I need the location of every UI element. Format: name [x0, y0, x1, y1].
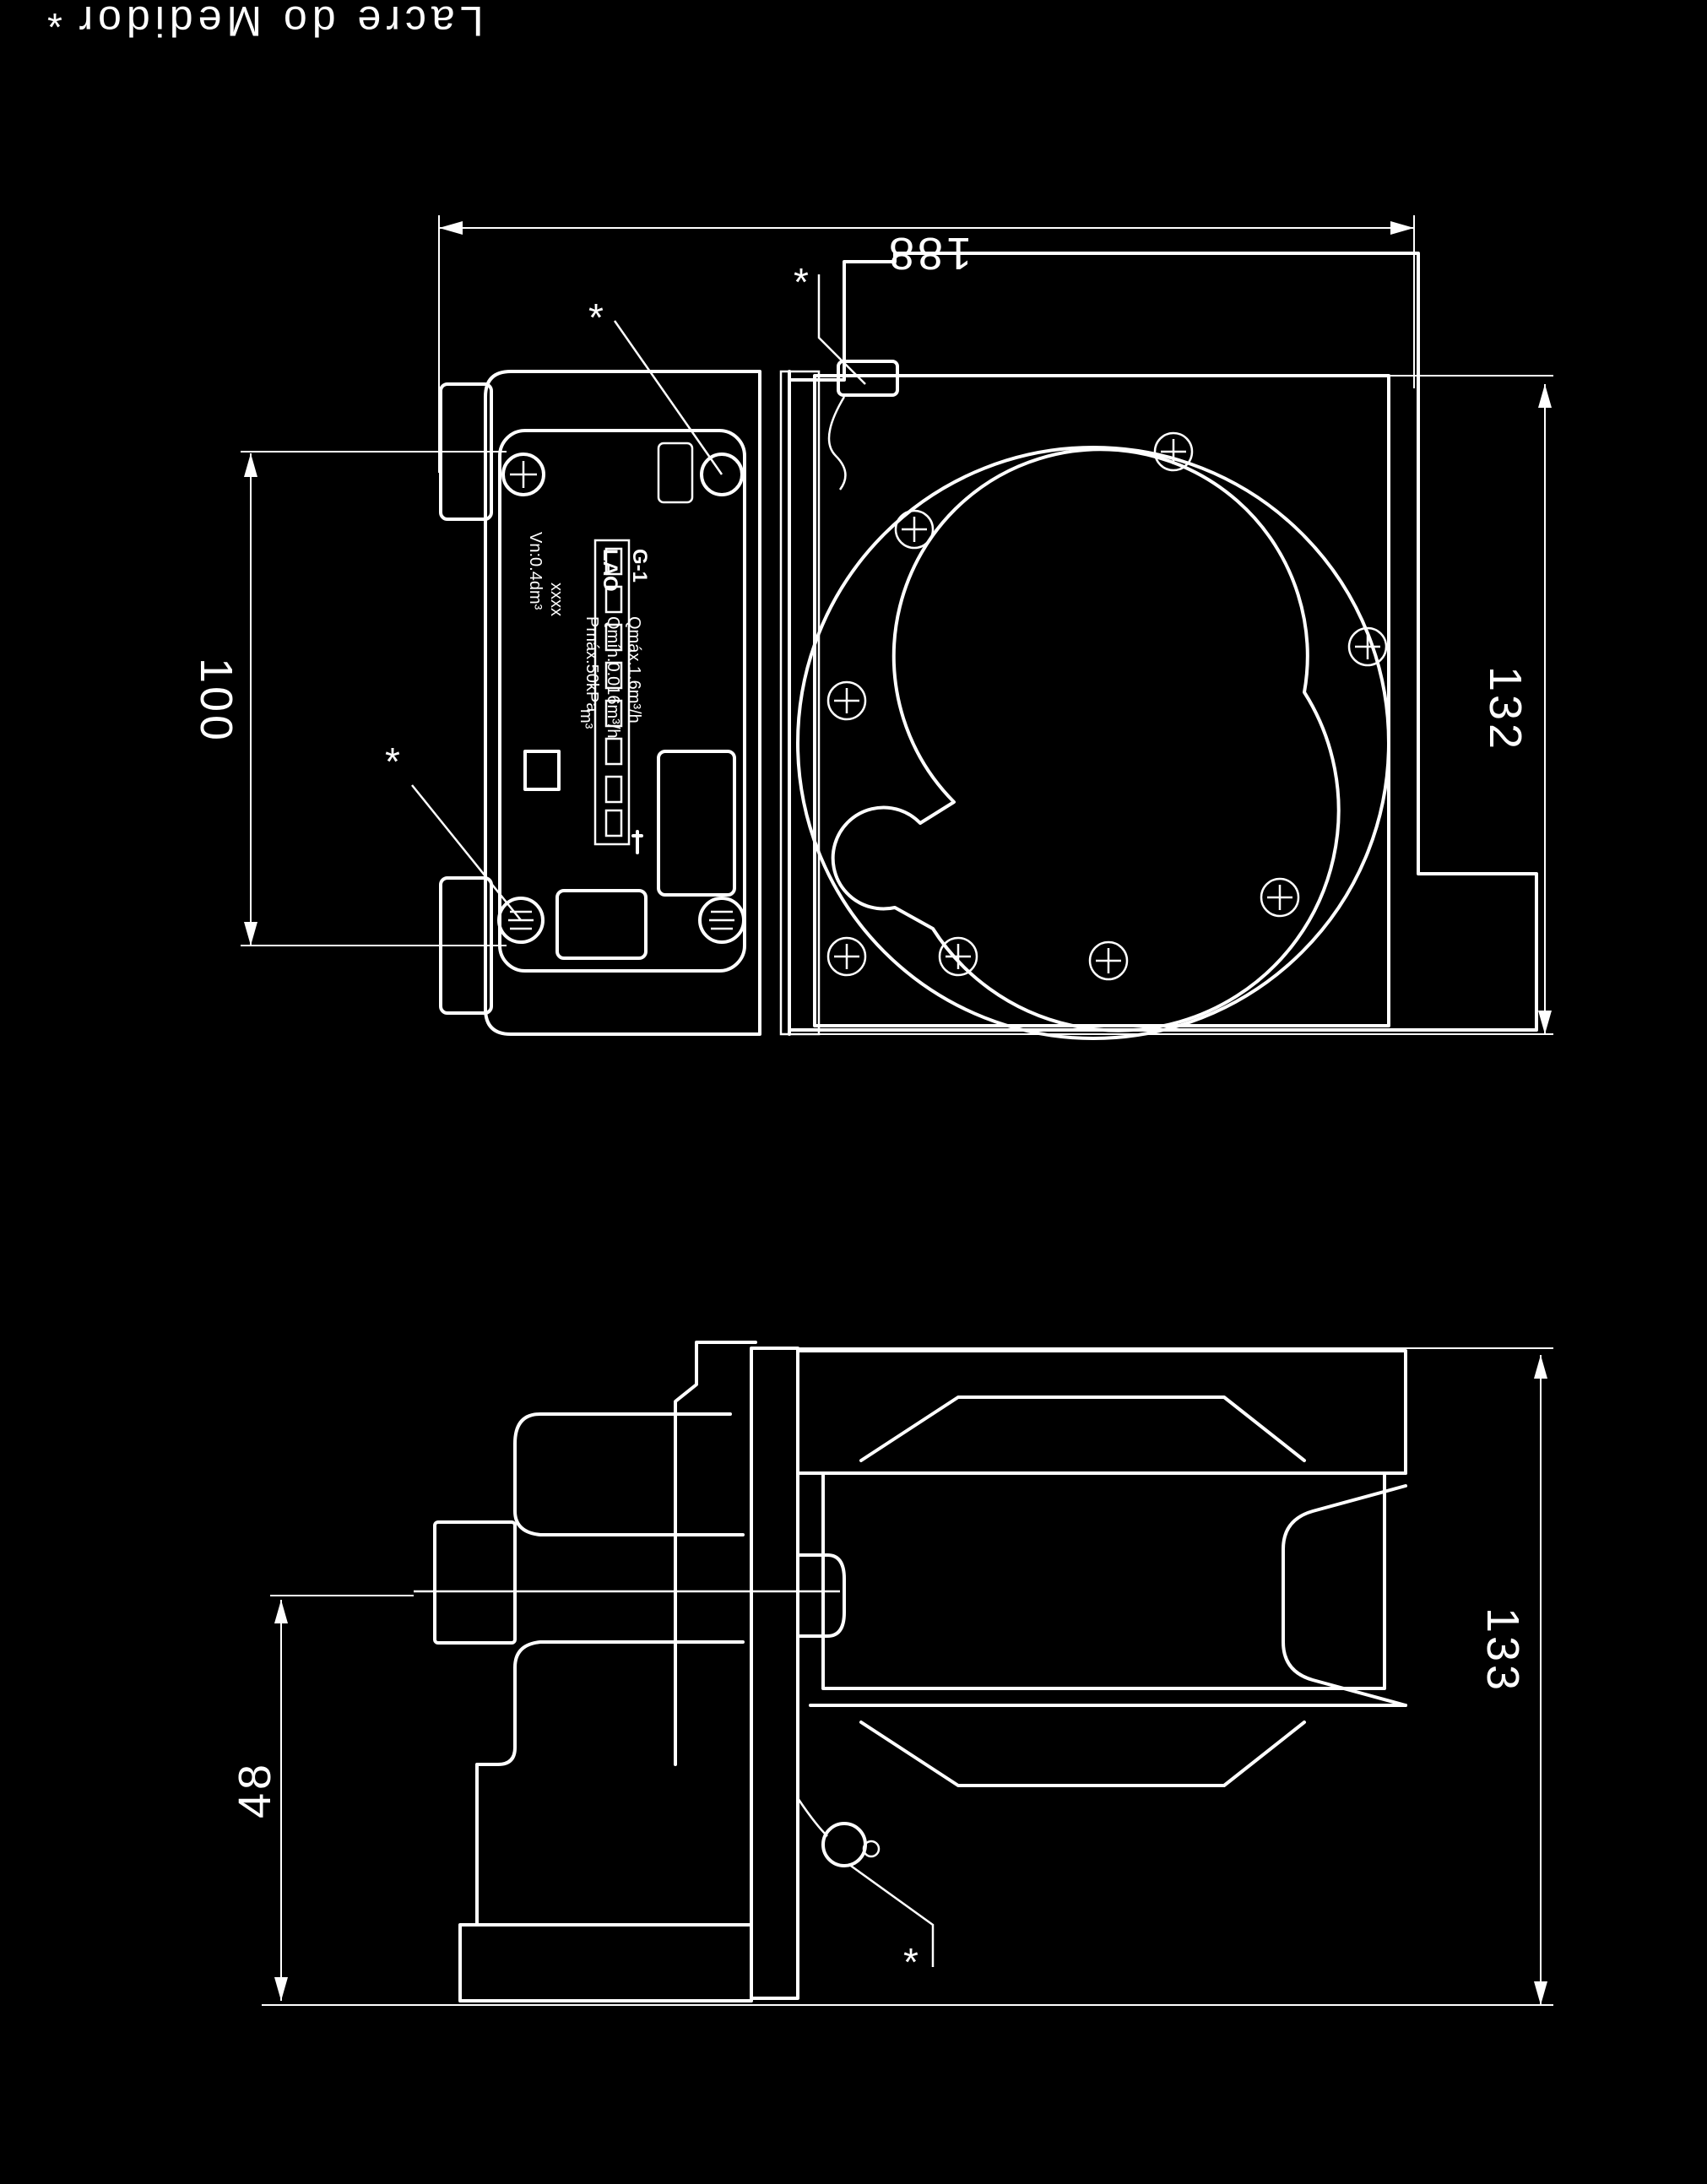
title-seal-marker: * — [47, 5, 62, 49]
side-flange-cap — [674, 1341, 757, 1766]
dim-label-133: 133 — [1477, 1607, 1528, 1694]
seal-leader — [411, 784, 522, 921]
side-body-left — [513, 1412, 745, 1536]
side-nose — [796, 1553, 846, 1638]
dim-label-100: 100 — [191, 658, 241, 744]
register-inner — [498, 429, 746, 973]
register-outer — [484, 370, 761, 1036]
side-seal-ball — [821, 1822, 867, 1867]
side-diaphragm-upper — [859, 1395, 1306, 1462]
dim-label-188: 188 — [886, 228, 972, 279]
seal-screw-cross — [510, 461, 537, 488]
screw-icon — [938, 936, 978, 977]
nameplate-text: LAO G-1 Qmáx.1.6m³/h Qmín.0.016m³/h Pmáx… — [583, 549, 651, 739]
screw-icon — [826, 936, 867, 977]
nameplate-head: Vn:0.4dm³ xxxx m³ — [526, 532, 595, 729]
nameplate-class: G-1 — [628, 549, 651, 583]
front-chamber-outline — [831, 447, 1341, 1032]
side-diaphragm-lower — [859, 1721, 1306, 1787]
screw-icon — [1347, 626, 1388, 667]
nameplate-qmin: Qmín.0.016m³/h — [604, 616, 622, 739]
seal-screw-icon — [700, 453, 744, 496]
side-body-left2 — [475, 1640, 745, 1927]
side-inlet — [433, 1520, 517, 1645]
side-outlet — [458, 1923, 753, 2002]
seal-marker: * — [903, 1940, 919, 1984]
seal-leader — [613, 320, 723, 475]
register-window — [555, 889, 648, 960]
side-chamber-outer — [796, 1349, 1407, 1475]
side-cup — [1282, 1484, 1407, 1707]
title-group: Lacre do Medidor — [73, 0, 483, 45]
nameplate-unit: m³ — [577, 709, 595, 729]
front-housing-outline — [788, 252, 1538, 1032]
front-screws — [826, 431, 1388, 981]
seal-screw-icon — [501, 453, 545, 496]
nameplate-pmax: Pmáx.50kPa — [583, 616, 601, 713]
screw-icon — [1153, 431, 1194, 472]
seal-marker: * — [588, 295, 604, 339]
front-view: LAO G-1 Qmáx.1.6m³/h Qmín.0.016m³/h Pmáx… — [191, 215, 1553, 1040]
logo-icon — [523, 750, 561, 791]
seal-screw-icon — [698, 897, 745, 944]
side-seal-ball-small — [862, 1840, 881, 1858]
seal-marker: * — [385, 740, 400, 783]
front-flange-bar — [779, 370, 821, 1036]
side-chamber-body — [821, 1471, 1386, 1690]
nameplate-model: Vn:0.4dm³ — [526, 532, 545, 610]
nameplate-qmax: Qmáx.1.6m³/h — [625, 616, 643, 723]
side-flange — [750, 1347, 799, 2000]
screw-icon — [826, 680, 867, 721]
seal-wire-tag — [837, 360, 899, 397]
front-body-circle — [796, 446, 1390, 1040]
seal-leader — [848, 1862, 935, 1967]
register-slot-top — [657, 442, 694, 504]
seal-wire — [827, 396, 847, 490]
screw-icon — [1260, 877, 1300, 918]
seal-marker: * — [794, 260, 809, 304]
nameplate-code: xxxx — [547, 583, 566, 616]
title-text: Lacre do Medidor — [73, 0, 483, 45]
odometer — [593, 539, 643, 854]
screw-icon — [894, 509, 935, 550]
dim-label-132: 132 — [1480, 666, 1531, 752]
side-view: * 133 48 — [230, 1341, 1553, 2006]
side-seal-wire — [796, 1797, 828, 1837]
screw-icon — [1088, 940, 1129, 981]
seal-screw-hatch — [709, 910, 734, 930]
dim-label-48: 48 — [230, 1761, 280, 1818]
seal-leader — [817, 274, 866, 385]
register-slot — [657, 750, 736, 897]
nameplate-maker: LAO — [599, 549, 621, 592]
seal-screw-icon — [497, 897, 545, 944]
